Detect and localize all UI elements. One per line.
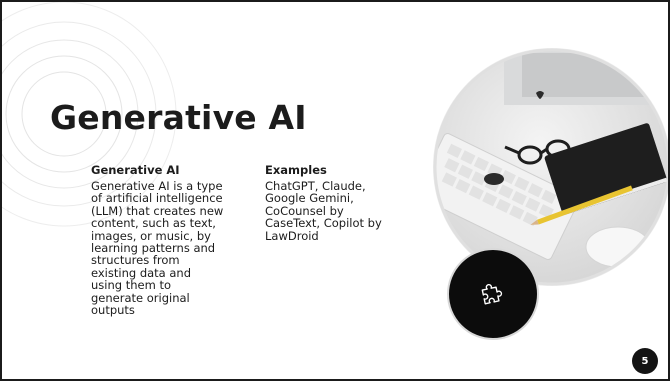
page-number-badge: 5 xyxy=(632,348,658,374)
text-line: outputs xyxy=(91,303,135,318)
text-line: LawDroid xyxy=(265,228,319,243)
definition-text: Generative AI is a type of artificial in… xyxy=(91,179,229,318)
puzzle-icon xyxy=(481,283,503,305)
slide-title: Generative AI xyxy=(50,98,307,137)
text-line: structures from xyxy=(91,253,180,268)
text-line: content, such as text, xyxy=(91,216,216,231)
text-line: existing data and xyxy=(91,265,192,280)
definition-column: Generative AI Generative AI is a type of… xyxy=(91,163,229,316)
decorative-rings xyxy=(2,2,177,227)
text-line: learning patterns and xyxy=(91,241,216,256)
text-line: using them to xyxy=(91,278,171,293)
text-line: CaseText, Copilot by xyxy=(265,216,382,231)
text-line: generate original xyxy=(91,290,190,305)
text-line: CoCounsel by xyxy=(265,203,344,218)
text-line: images, or music, by xyxy=(91,228,211,243)
text-line: Google Gemini, xyxy=(265,191,354,206)
examples-text: ChatGPT, Claude, Google Gemini, CoCounse… xyxy=(265,180,395,242)
text-line: (LLM) that creates new xyxy=(91,203,224,218)
examples-heading: Examples xyxy=(265,163,327,177)
examples-column: Examples ChatGPT, Claude, Google Gemini,… xyxy=(265,163,395,242)
text-line: Generative AI is a type xyxy=(91,179,223,193)
puzzle-badge xyxy=(447,248,539,340)
text-line: ChatGPT, Claude, xyxy=(265,179,366,193)
text-line: of artificial intelligence xyxy=(91,191,223,206)
desk-workspace-photo xyxy=(433,48,668,286)
definition-heading: Generative AI xyxy=(91,163,180,177)
